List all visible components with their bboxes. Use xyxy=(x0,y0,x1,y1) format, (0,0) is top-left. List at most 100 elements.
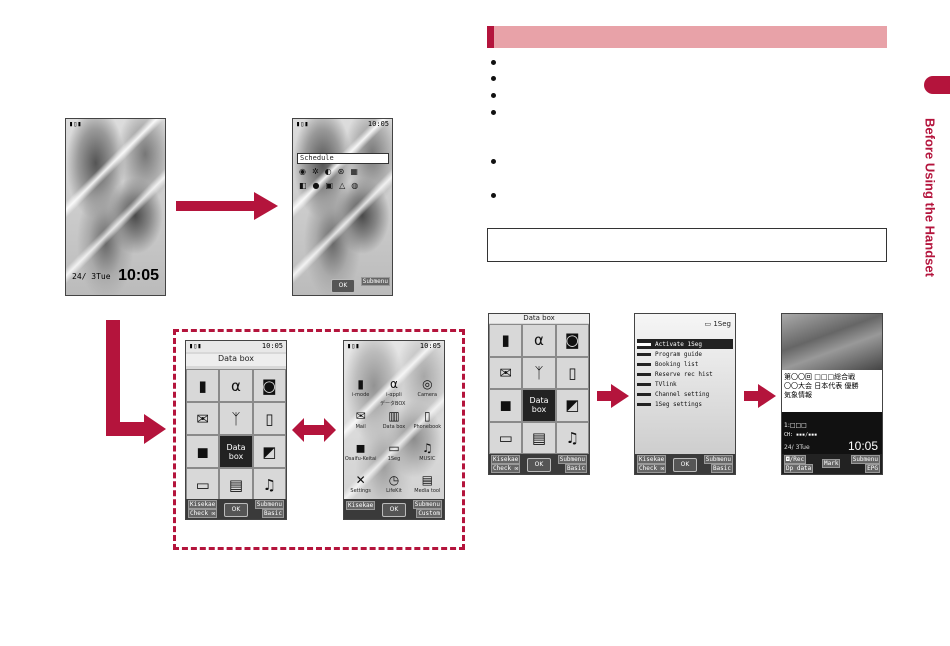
ok-button[interactable]: OK xyxy=(331,279,355,293)
basic-softkey[interactable]: Basic xyxy=(710,464,733,473)
1seg-menu-item[interactable]: Booking list xyxy=(637,359,733,369)
menu-item-icon: ◷ xyxy=(388,472,400,487)
check-mail-softkey[interactable]: Check ✉ xyxy=(188,509,218,518)
custom-menu-item[interactable]: ▤Media tool xyxy=(411,467,444,499)
custom-menu-item[interactable]: ▮i-mode xyxy=(344,371,377,403)
custom-menu-item[interactable]: ▭1Seg xyxy=(377,435,410,467)
camera-icon[interactable]: ◙ xyxy=(555,324,589,357)
kisekae-softkey[interactable]: Kisekae xyxy=(188,500,218,509)
1seg-menu-item[interactable]: Channel setting xyxy=(637,389,733,399)
submenu-softkey[interactable]: Submenu xyxy=(557,455,587,464)
standby-clock: 10:05 xyxy=(118,267,159,284)
1seg-menu-item[interactable]: TVlink xyxy=(637,379,733,389)
osaifu-icon[interactable]: ◼ xyxy=(489,389,523,422)
submenu-softkey[interactable]: Submenu xyxy=(412,500,442,509)
custom-menu-item[interactable]: ◷LifeKit xyxy=(377,467,410,499)
submenu-softkey[interactable]: Submenu xyxy=(703,455,733,464)
softkey-bar: OK Submenu xyxy=(293,275,392,295)
camera-icon[interactable]: ◙ xyxy=(252,369,286,402)
kisekae-softkey[interactable]: Kisekae xyxy=(346,501,376,510)
signal-icon: ▮▯▮ xyxy=(69,120,82,128)
ok-button[interactable]: OK xyxy=(224,503,248,517)
check-mail-softkey[interactable]: Check ✉ xyxy=(491,464,521,473)
menu-title: Data box xyxy=(186,354,286,366)
custom-menu-item[interactable]: ✕Settings xyxy=(344,467,377,499)
section-heading-band xyxy=(487,26,887,48)
check-mail-softkey[interactable]: Check ✉ xyxy=(637,464,667,473)
arrow-down-right-icon xyxy=(106,320,166,444)
menu-item-label: Settings xyxy=(350,487,371,494)
ok-button[interactable]: OK xyxy=(382,503,406,517)
custom-menu-item[interactable]: ✉Mail xyxy=(344,403,377,435)
lifekit-icon[interactable]: ▤ xyxy=(522,421,556,454)
ok-button[interactable]: OK xyxy=(527,458,551,472)
softkey-bar: Kisekae Check ✉ OK Submenu Basic xyxy=(635,454,735,474)
menu-item-icon: ▤ xyxy=(421,472,433,487)
iappli-icon[interactable]: α xyxy=(522,324,556,357)
submenu-softkey[interactable]: Submenu xyxy=(254,500,284,509)
submenu-softkey[interactable]: Submenu xyxy=(360,277,390,286)
iappli-icon[interactable]: α xyxy=(219,369,253,402)
custom-menu-item[interactable]: ▯Phonebook xyxy=(411,403,444,435)
phonebook-icon[interactable]: ▯ xyxy=(555,356,589,389)
music-icon[interactable]: ♫ xyxy=(252,468,286,501)
media-icon[interactable]: ◩ xyxy=(555,389,589,422)
tv-icon[interactable]: ▭ xyxy=(489,421,523,454)
schedule-field[interactable]: Schedule xyxy=(297,153,389,164)
bullet xyxy=(491,159,496,164)
rec-softkey[interactable]: ◘/Rec xyxy=(784,455,807,464)
databox-icon[interactable]: ᛉ xyxy=(522,356,556,389)
phone-standby-screen: ▮▯▮ 24/ 3Tue 10:05 xyxy=(65,118,166,296)
custom-menu-item[interactable]: ◎Camera xyxy=(411,371,444,403)
dp-data-softkey[interactable]: Dp data xyxy=(784,464,814,473)
tv-icon[interactable]: ▭ xyxy=(186,468,220,501)
custom-menu-item[interactable]: ◼Osaifu-Keitai xyxy=(344,435,377,467)
ok-button[interactable]: OK xyxy=(673,458,697,472)
mail-icon[interactable]: ✉ xyxy=(186,402,220,435)
bullet xyxy=(491,76,496,81)
menu-item-icon: ▥ xyxy=(388,408,400,423)
custom-softkey[interactable]: Custom xyxy=(416,509,442,518)
status-bar: ▮▯▮10:05 xyxy=(186,341,286,352)
menu-bullet xyxy=(637,382,651,386)
basic-softkey[interactable]: Basic xyxy=(564,464,587,473)
1seg-menu-item[interactable]: Reserve rec hist xyxy=(637,369,733,379)
custom-menu-item[interactable]: ▥Data box xyxy=(377,403,410,435)
mail-icon[interactable]: ✉ xyxy=(489,356,523,389)
kisekae-softkey[interactable]: Kisekae xyxy=(637,455,667,464)
section-heading-marker xyxy=(487,26,494,48)
1seg-menu-item[interactable]: Activate 1Seg xyxy=(637,339,733,349)
phonebook-icon[interactable]: ▯ xyxy=(252,402,286,435)
status-bar: ▮▯▮ xyxy=(66,119,165,130)
lifekit-icon[interactable]: ▤ xyxy=(219,468,253,501)
music-icon[interactable]: ♫ xyxy=(555,421,589,454)
phone-desktop-screen: ▮▯▮10:05 Schedule ◉✲◐⊛▦ ◧●▣△◍ OK Submenu xyxy=(292,118,393,296)
osaifu-icon[interactable]: ◼ xyxy=(186,435,220,468)
epg-softkey[interactable]: EPG xyxy=(865,464,880,473)
menu-title: Data box xyxy=(489,314,589,323)
databox-jp-label: データBOX xyxy=(380,401,406,407)
menu-item-label: TVlink xyxy=(655,380,677,388)
kisekae-softkey[interactable]: Kisekae xyxy=(491,455,521,464)
media-icon[interactable]: ◩ xyxy=(252,435,286,468)
imode-icon[interactable]: ▮ xyxy=(186,369,220,402)
basic-softkey[interactable]: Basic xyxy=(261,509,284,518)
1seg-menu-item[interactable]: 1Seg settings xyxy=(637,399,733,409)
menu-bullet xyxy=(637,362,651,366)
custom-menu-item[interactable]: ♫MUSIC xyxy=(411,435,444,467)
submenu-softkey[interactable]: Submenu xyxy=(850,455,880,464)
menu-item-icon: ▯ xyxy=(424,408,431,423)
bullet xyxy=(491,60,496,65)
menu-item-label: LifeKit xyxy=(386,487,402,494)
1seg-menu-item[interactable]: Program guide xyxy=(637,349,733,359)
mark-softkey[interactable]: Mark xyxy=(822,459,841,468)
imode-icon[interactable]: ▮ xyxy=(489,324,523,357)
menu-item-label: 1Seg xyxy=(387,455,401,462)
databox-icon[interactable]: ᛉ xyxy=(219,402,253,435)
